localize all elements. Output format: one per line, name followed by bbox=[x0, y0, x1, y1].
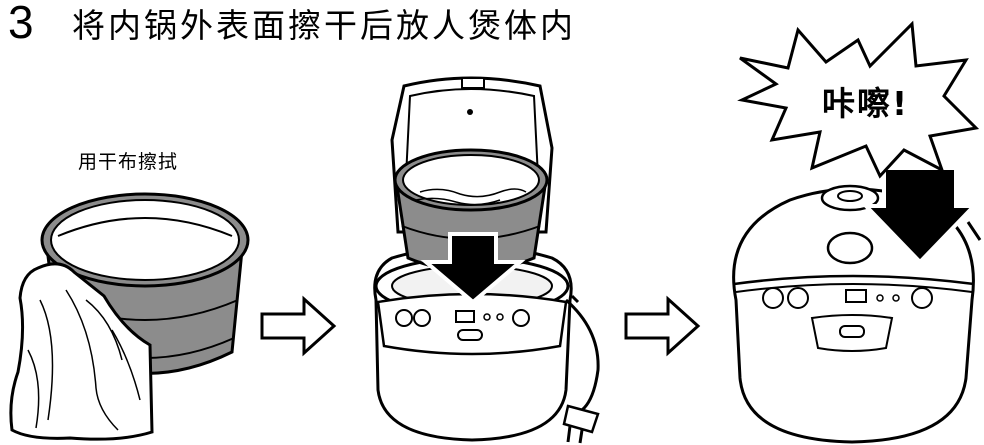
inner-pot-wipe bbox=[40, 192, 250, 375]
cloth-caption: 用干布擦拭 bbox=[78, 151, 179, 173]
step-number: 3 bbox=[8, 0, 34, 48]
step-title: 将内锅外表面擦干后放人煲体内 bbox=[72, 6, 576, 45]
down-arrow-icon bbox=[861, 166, 979, 265]
power-plug-icon bbox=[562, 404, 600, 444]
right-arrow-icon bbox=[624, 295, 701, 357]
starburst-icon bbox=[737, 20, 980, 179]
right-arrow-icon bbox=[260, 295, 337, 357]
inner-pot-falling bbox=[393, 148, 549, 273]
cloth bbox=[9, 262, 154, 441]
down-arrow-icon bbox=[420, 232, 526, 305]
sound-effect-text: 咔嚓! bbox=[822, 84, 910, 123]
